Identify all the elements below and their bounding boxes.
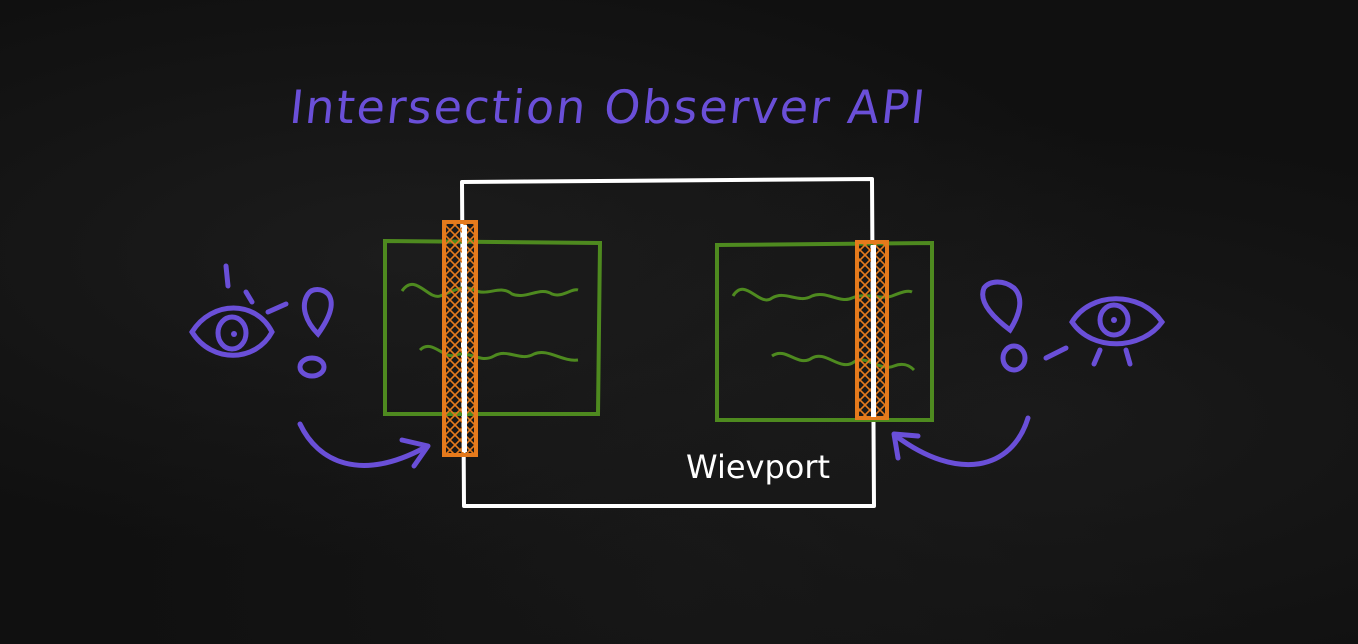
viewport-label: Wievport bbox=[686, 448, 831, 486]
eye-icon bbox=[1043, 296, 1166, 367]
content-lines-left bbox=[400, 282, 579, 298]
eye-icon bbox=[189, 263, 289, 358]
content-lines-right bbox=[731, 287, 913, 302]
content-box-left bbox=[383, 238, 603, 416]
curved-arrow-icon bbox=[891, 415, 1031, 468]
intersection-area-right bbox=[855, 240, 889, 420]
exclamation-icon bbox=[297, 287, 334, 379]
exclamation-icon bbox=[980, 279, 1028, 373]
intersection-area-left bbox=[442, 220, 478, 457]
content-box-right bbox=[715, 240, 934, 422]
curved-arrow-icon bbox=[297, 421, 431, 469]
